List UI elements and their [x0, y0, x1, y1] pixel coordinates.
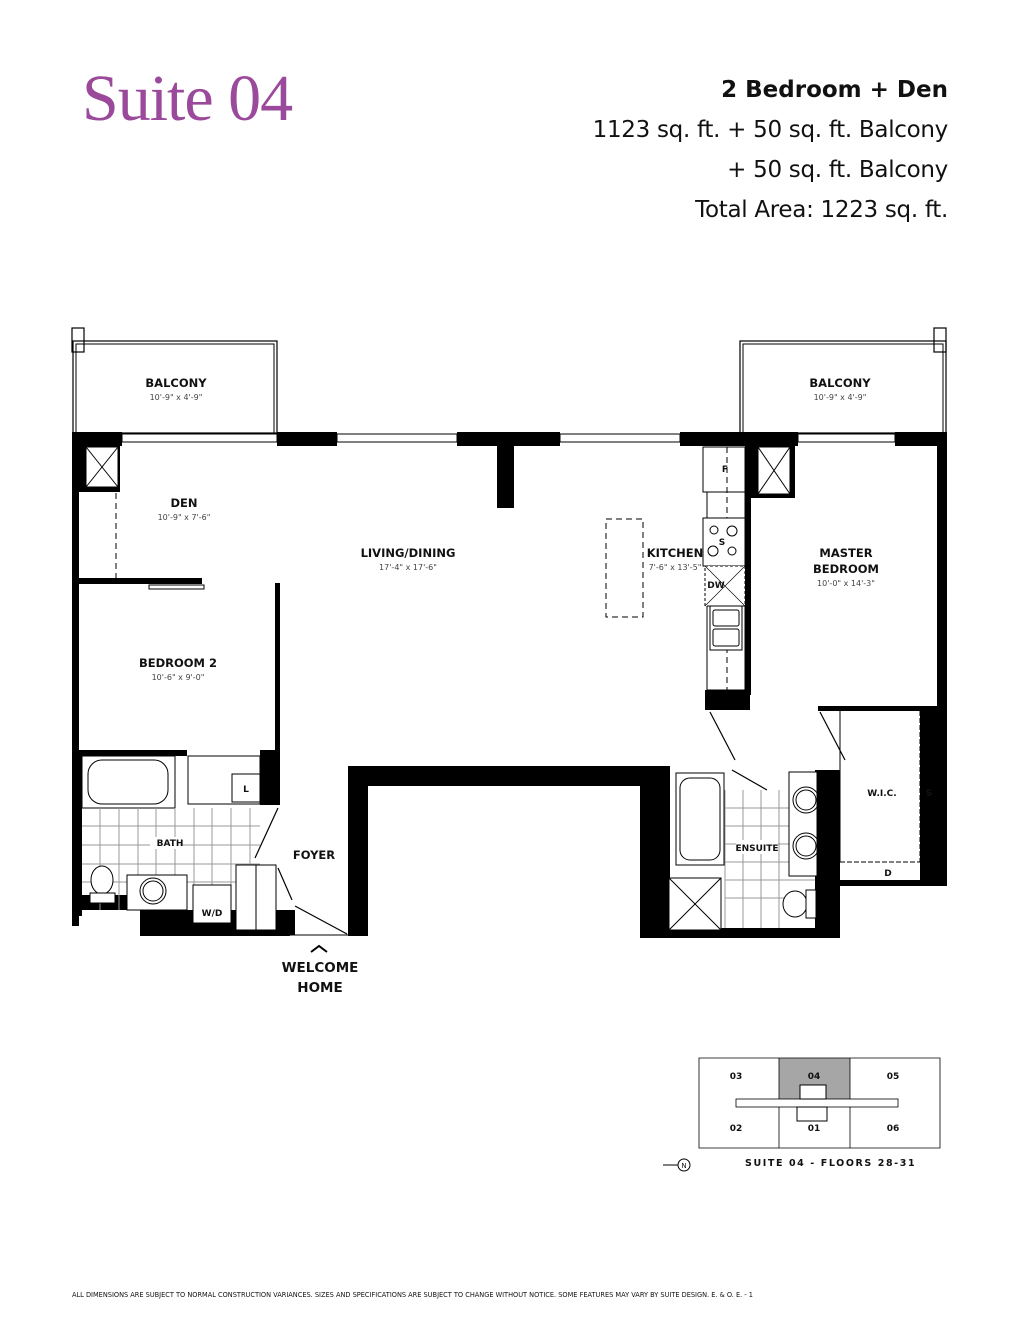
kitchen-dims: 7'-6" x 13'-5" [649, 563, 702, 572]
keyplan-suite-02: 02 [730, 1124, 743, 1134]
balcony-left-dims: 10'-9" x 4'-9" [150, 393, 203, 402]
disclaimer: ALL DIMENSIONS ARE SUBJECT TO NORMAL CON… [72, 1291, 753, 1299]
wic-label: W.I.C. [867, 789, 896, 799]
balcony-right-label: BALCONY [809, 376, 871, 390]
living-dining-label: LIVING/DINING [361, 546, 456, 560]
entry-arrow-icon [310, 944, 328, 953]
den-closet [85, 446, 119, 578]
balcony-left: BALCONY 10'-9" x 4'-9" [71, 327, 278, 434]
ensuite-label: ENSUITE [735, 844, 778, 854]
master-bedroom-label-1: MASTER [819, 546, 872, 560]
bedroom-2-dims: 10'-6" x 9'-0" [152, 673, 205, 682]
bath-label: BATH [157, 839, 184, 849]
wic: W.I.C. S D [839, 711, 938, 879]
suite-title: Suite 04 [82, 62, 293, 135]
doors [254, 711, 846, 935]
kitchen-counter: F S DW [702, 446, 746, 691]
kitchen-island [605, 518, 644, 618]
master-bedroom-dims: 10'-0" x 14'-3" [817, 579, 875, 588]
den-label: DEN [170, 496, 197, 510]
living-dining-dims: 17'-4" x 17'-6" [379, 563, 437, 572]
foyer-label: FOYER [293, 848, 335, 862]
keyplan-suite-06: 06 [887, 1124, 900, 1134]
welcome-home: WELCOME HOME [270, 958, 370, 998]
wic-shelf-label: S [926, 789, 932, 799]
linen-label: L [243, 785, 249, 795]
suite-specs: 2 Bedroom + Den 1123 sq. ft. + 50 sq. ft… [592, 74, 949, 230]
stove-label: S [719, 538, 725, 548]
fridge-label: F [722, 465, 728, 475]
key-plan: 03 04 05 02 01 06 N [663, 1057, 941, 1172]
ensuite-fixtures: ENSUITE [668, 771, 820, 931]
unit-type: 2 Bedroom + Den [721, 77, 948, 103]
keyplan-suite-01: 01 [808, 1124, 821, 1134]
total-area: Total Area: 1223 sq. ft. [695, 197, 948, 223]
keyplan-suite-03: 03 [730, 1072, 743, 1082]
welcome-line-1: WELCOME [281, 960, 359, 976]
balcony-right: BALCONY 10'-9" x 4'-9" [739, 327, 947, 434]
balcony-left-label: BALCONY [145, 376, 207, 390]
dishwasher-label: DW [707, 581, 724, 591]
master-closet [757, 446, 791, 495]
north-label: N [681, 1162, 686, 1170]
washer-dryer-label: W/D [202, 909, 223, 919]
area-line-2: + 50 sq. ft. Balcony [727, 157, 948, 183]
area-line-1: 1123 sq. ft. + 50 sq. ft. Balcony [592, 117, 949, 143]
kitchen-label: KITCHEN [647, 546, 704, 560]
bath-fixtures: L BATH W/D [81, 755, 277, 931]
den-dims: 10'-9" x 7'-6" [158, 513, 211, 522]
balcony-right-dims: 10'-9" x 4'-9" [814, 393, 867, 402]
master-bedroom-label-2: BEDROOM [813, 562, 879, 576]
wic-drawer-label: D [884, 869, 891, 879]
welcome-line-2: HOME [297, 980, 343, 996]
keyplan-suite-05: 05 [887, 1072, 900, 1082]
bedroom-2-label: BEDROOM 2 [139, 656, 217, 670]
keyplan-suite-04: 04 [808, 1072, 821, 1082]
keyplan-caption: SUITE 04 - FLOORS 28-31 [745, 1158, 917, 1169]
